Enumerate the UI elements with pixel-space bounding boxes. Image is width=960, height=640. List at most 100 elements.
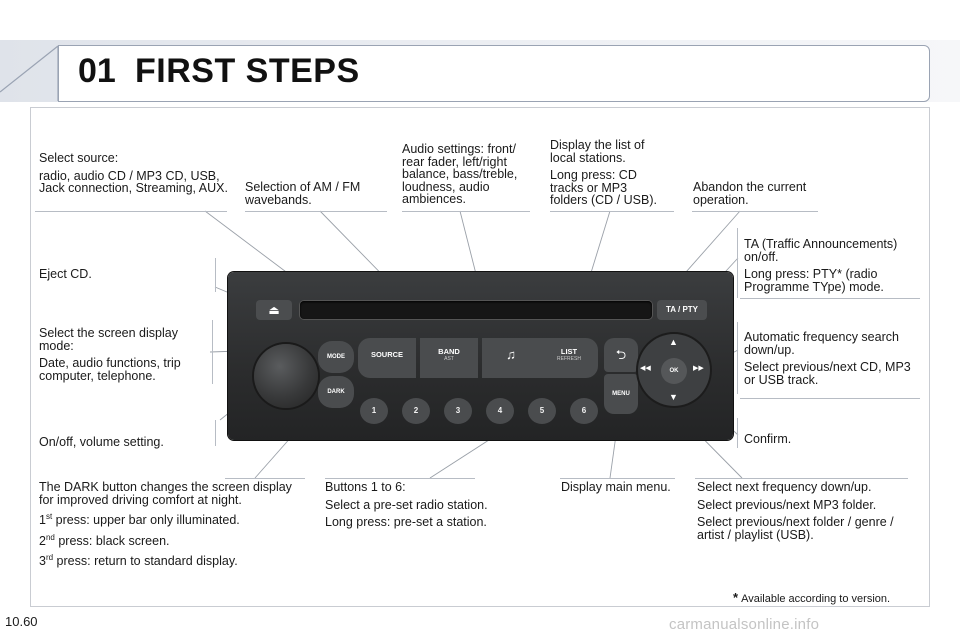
label-select-source: Select source: radio, audio CD / MP3 CD,… [39,152,229,200]
preset-button-5[interactable]: 5 [528,398,556,424]
eject-icon: ⏏ [268,303,280,317]
preset-button-4[interactable]: 4 [486,398,514,424]
chapter-title: FIRST STEPS [135,52,360,90]
footnote-text: Available according to version. [741,593,891,605]
band-button-sub: AST [444,356,454,362]
chapter-number: 01 [78,52,116,90]
tick-ta [737,228,738,298]
tick-freq [737,322,738,394]
dark-button[interactable]: DARK [318,376,354,408]
rule-audio [402,211,530,212]
label-band-body: Selection of AM / FM wavebands. [245,180,361,207]
ordinal-3: 3 [39,554,46,569]
label-presets-line-1: Select a pre-set radio station. [325,497,488,512]
volume-knob[interactable] [254,344,318,408]
rule-abandon [692,211,818,212]
ordinal-1: 1 [39,513,46,528]
label-eject: Eject CD. [39,268,209,286]
tick-screen-mode [212,320,213,384]
eject-button[interactable]: ⏏ [256,300,292,320]
ta-pty-button[interactable]: TA / PTY [657,300,707,320]
tick-volume [215,420,216,446]
preset-button-2[interactable]: 2 [402,398,430,424]
cd-slot [300,301,652,319]
tick-confirm [737,418,738,448]
label-audio-body: Audio settings: front/ rear fader, left/… [402,142,518,206]
back-button[interactable]: ⮌ [604,338,638,372]
label-abandon: Abandon the current operation. [693,181,818,211]
label-screen-mode-title: Select the screen display mode: [39,326,178,353]
label-ta-title: TA (Traffic Announcements) on/off. [744,237,898,264]
footnote: *Available according to version. [733,590,890,605]
label-freq-search-body: Select previous/next CD, MP3 or USB trac… [744,360,911,387]
label-nav-line-1: Select next frequency down/up. [697,480,872,494]
label-confirm: Confirm. [744,433,894,451]
audio-settings-button[interactable]: ♫ [482,338,540,378]
rule-nav [695,478,908,479]
dark-line-1-text: press: upper bar only illuminated. [52,513,240,528]
preset-button-1[interactable]: 1 [360,398,388,424]
preset-button-6[interactable]: 6 [570,398,598,424]
label-nav-line-2: Select previous/next MP3 folder. [697,497,877,512]
label-confirm-body: Confirm. [744,432,792,446]
label-presets: Buttons 1 to 6: Select a pre-set radio s… [325,481,505,534]
label-volume-body: On/off, volume setting. [39,435,164,449]
label-presets-title: Buttons 1 to 6: [325,480,406,494]
preset-button-3[interactable]: 3 [444,398,472,424]
label-screen-mode-body: Date, audio functions, trip computer, te… [39,356,181,383]
label-audio: Audio settings: front/ rear fader, left/… [402,143,527,211]
label-dark: The DARK button changes the screen displ… [39,481,307,573]
source-button[interactable]: SOURCE [358,338,416,378]
ordinal-2: 2 [39,533,46,548]
label-ta: TA (Traffic Announcements) on/off. Long … [744,238,924,298]
tick-eject [215,258,216,292]
music-note-icon: ♫ [506,347,516,362]
ok-button[interactable]: OK [661,358,687,384]
up-arrow-icon[interactable]: ▲ [669,337,678,347]
rule-dark [225,478,305,479]
label-nav-line-3: Select previous/next folder / genre / ar… [697,515,894,542]
header-title-box [58,45,930,102]
band-button-label: BAND [438,347,460,356]
list-button-label: LIST [560,347,578,356]
label-list: Display the list of local stations. Long… [550,139,668,212]
label-dark-line-2: 2nd press: black screen. [39,532,307,548]
label-dark-line-3: 3rd press: return to standard display. [39,552,307,568]
list-button-sub: REFRESH [557,356,581,362]
label-abandon-body: Abandon the current operation. [693,180,807,207]
page-number: 10.60 [5,614,38,629]
rule-ta [740,298,920,299]
rule-source [35,211,227,212]
rule-freq [740,398,920,399]
dark-line-3-text: press: return to standard display. [53,554,238,569]
back-arrow-icon: ⮌ [615,347,627,362]
mode-button[interactable]: MODE [318,341,354,373]
content-frame [30,107,930,607]
menu-button[interactable]: MENU [604,374,638,414]
label-dark-line-1: 1st press: upper bar only illuminated. [39,511,307,527]
dark-line-2-text: press: black screen. [54,533,170,548]
rule-menu [560,478,675,479]
label-select-source-body: radio, audio CD / MP3 CD, USB, Jack conn… [39,168,228,195]
label-presets-line-2: Long press: pre-set a station. [325,515,487,529]
label-nav: Select next frequency down/up. Select pr… [697,481,912,546]
ordinal-suffix-2: nd [45,532,55,542]
fast-forward-icon[interactable]: ▶▶ [693,365,704,372]
label-ta-body: Long press: PTY* (radio Programme TYpe) … [744,267,884,294]
label-list-body: Long press: CD tracks or MP3 folders (CD… [550,168,657,207]
rule-list [550,211,674,212]
label-eject-body: Eject CD. [39,267,92,281]
label-menu: Display main menu. [561,481,681,499]
label-list-title: Display the list of local stations. [550,138,645,165]
footnote-star: * [733,590,739,605]
ordinal-suffix-1: st [45,512,53,521]
rule-band [245,211,387,212]
rewind-icon[interactable]: ◀◀ [640,365,651,372]
label-menu-body: Display main menu. [561,480,671,494]
rule-presets [325,478,475,479]
watermark: carmanualsonline.info [669,616,820,633]
label-band: Selection of AM / FM wavebands. [245,181,385,211]
down-arrow-icon[interactable]: ▼ [669,392,678,402]
